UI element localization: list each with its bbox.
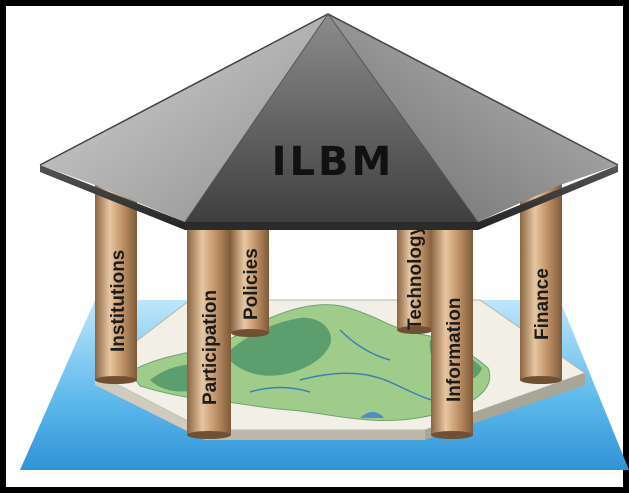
pillar-technology: Technology: [397, 205, 433, 334]
pillar-information: Information: [431, 210, 473, 439]
pillar-finance: Finance: [520, 180, 562, 384]
pillar-label-information: Information: [444, 298, 465, 403]
pillar-label-technology: Technology: [405, 224, 426, 330]
diagram-title: ILBM: [272, 139, 395, 185]
pillar-label-institutions: Institutions: [108, 250, 129, 352]
pillar-label-participation: Participation: [200, 290, 221, 405]
pillar-policies: Policies: [231, 215, 269, 337]
pillar-label-finance: Finance: [532, 268, 553, 340]
pillar-institutions: Institutions: [95, 180, 137, 384]
roof: ILBM: [39, 13, 619, 230]
pillar-participation: Participation: [187, 210, 231, 439]
pillar-label-policies: Policies: [241, 248, 262, 320]
